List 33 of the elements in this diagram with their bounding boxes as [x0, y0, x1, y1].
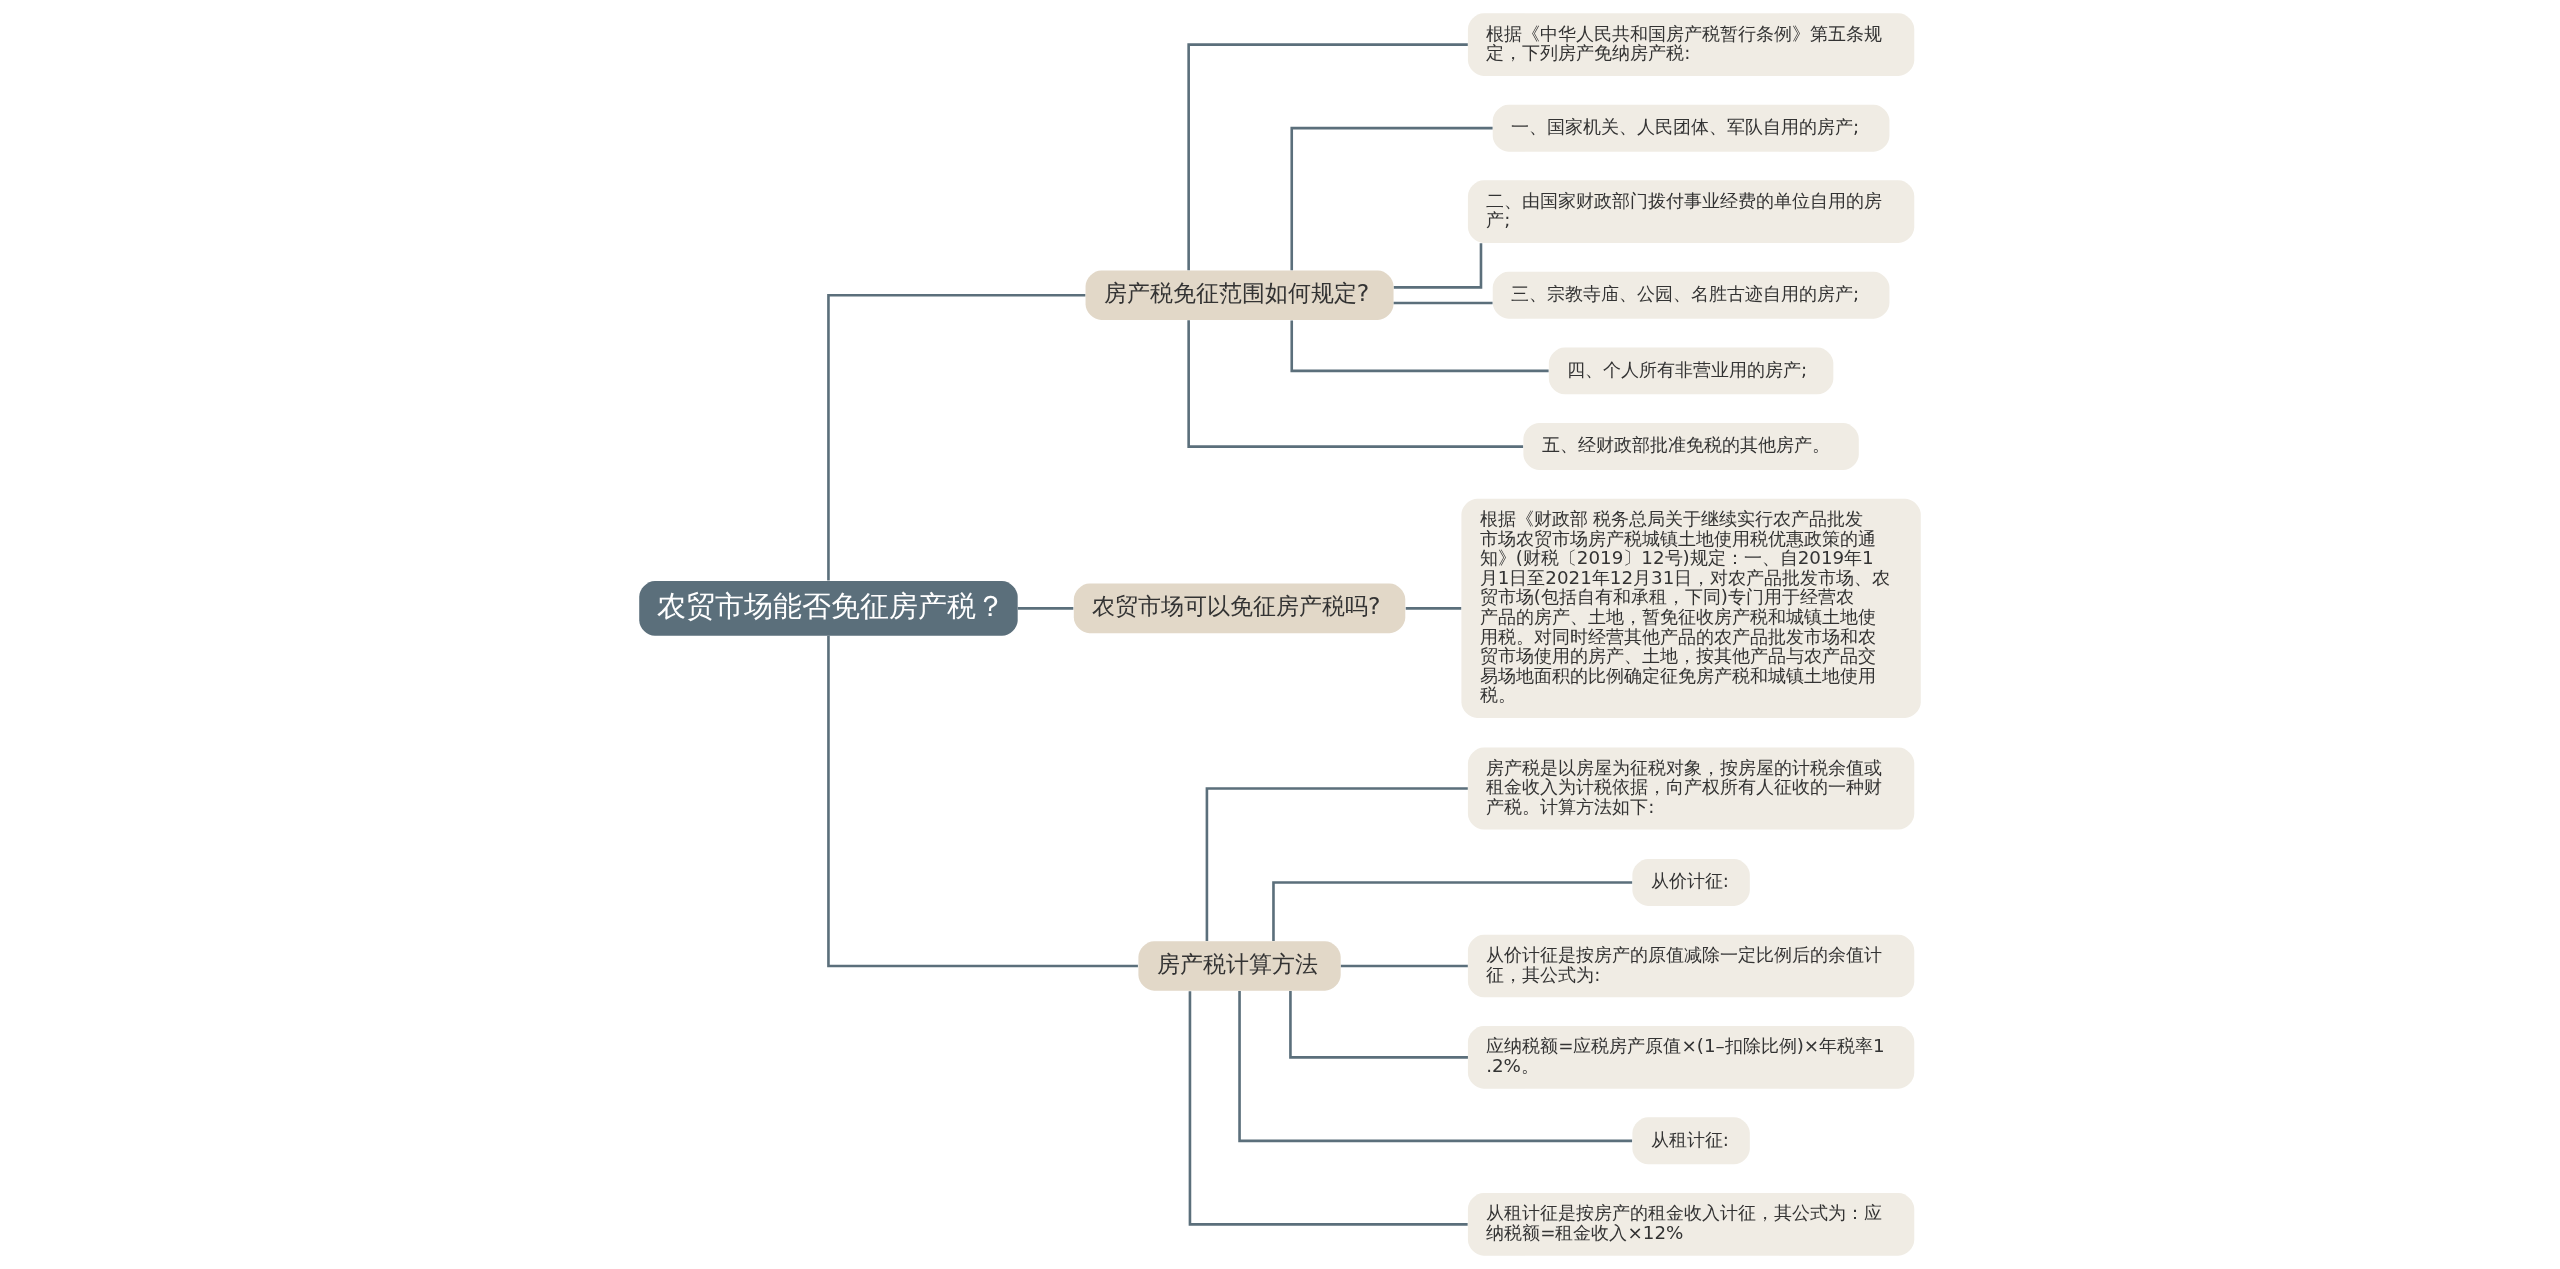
node-box: 农贸市场能否免征房产税？ — [639, 581, 1018, 636]
connector — [1393, 243, 1483, 289]
connector — [1289, 990, 1468, 1059]
connector — [827, 293, 1086, 581]
node-box: 房产税是以房屋为征税对象，按房屋的计税余值或租金收入为计税依据，向产权所有人征收的一种财产税。计算方法如下: — [1467, 747, 1915, 830]
connector — [1017, 607, 1074, 610]
node-box: 从租计征: — [1632, 1117, 1750, 1165]
connector — [1393, 301, 1493, 305]
node-box: 从价计征是按房产的原值减除一定比例后的余值计征，其公式为: — [1467, 934, 1915, 998]
connector — [1272, 881, 1633, 941]
connector — [1188, 991, 1468, 1226]
node-box: 四、个人所有非营业用的房产; — [1548, 347, 1834, 395]
node-box: 应纳税额=应税房产原值×(1–扣除比例)×年税率1.2%。 — [1467, 1026, 1915, 1089]
node-box: 从租计征是按房产的租金收入计征，其公式为：应纳税额=租金收入×12% — [1467, 1193, 1915, 1256]
node-box: 一、国家机关、人民团体、军队自用的房产; — [1492, 104, 1890, 152]
node-box: 房产税免征范围如何规定? — [1085, 270, 1394, 320]
connector — [1290, 126, 1493, 271]
connector — [1290, 320, 1549, 373]
connector — [1340, 964, 1468, 968]
node-box: 五、经财政部批准免税的其他房产。 — [1523, 423, 1859, 471]
connector — [1405, 607, 1462, 610]
connector — [1205, 787, 1468, 941]
connector — [1187, 320, 1524, 448]
node-box: 从价计征: — [1632, 858, 1750, 906]
node-box: 农贸市场可以免征房产税吗? — [1073, 583, 1406, 634]
connector — [1187, 43, 1468, 271]
node-box: 根据《财政部 税务总局关于继续实行农产品批发市场农贸市场房产税城镇土地使用税优惠政策的通知》(财税〔2019〕12号)规定：一、自2019年1月1日至2021年12月31日，对农产品批发市场、农贸市场(包括自有和承租，下同)专门用于经营农产品的房产、土地，暂免征收房产税和城镇土地使用税。对同时经营其他产品的农产品批发市场和农贸市场使用的房产、土地，按其他产品与农产品交易场地面积的比例确定征免房产税和城镇土地使用税。 — [1461, 498, 1921, 718]
node-box: 根据《中华人民共和国房产税暂行条例》第五条规定，下列房产免纳房产税: — [1467, 13, 1915, 76]
node-box: 二、由国家财政部门拨付事业经费的单位自用的房产; — [1467, 180, 1915, 243]
node-box: 房产税计算方法 — [1138, 941, 1341, 991]
connector — [827, 635, 1138, 968]
connector — [1238, 991, 1633, 1143]
node-box: 三、宗教寺庙、公园、名胜古迹自用的房产; — [1492, 271, 1890, 319]
